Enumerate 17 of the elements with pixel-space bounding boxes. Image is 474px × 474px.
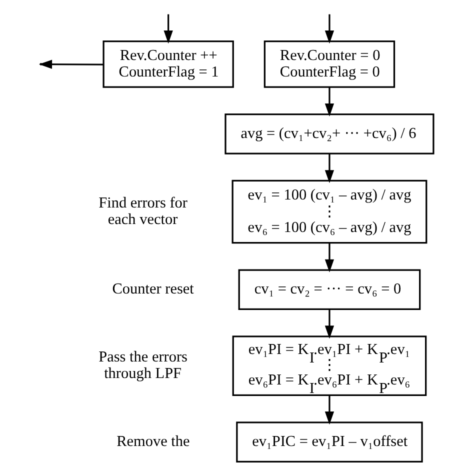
node-box: Rev.Counter ++ CounterFlag = 1 bbox=[102, 40, 234, 88]
node-label: Find errors for each vector bbox=[98, 194, 188, 228]
node-box: avg = (cv₁+cv₂+ ··· +cv₆) / 6 bbox=[224, 113, 434, 154]
arrow bbox=[324, 242, 334, 272]
node-box: Rev.Counter = 0 CounterFlag = 0 bbox=[264, 40, 396, 88]
node-box: ev₁PIC = ev₁PI – v₁offset bbox=[236, 421, 423, 462]
node-label: Pass the errors through LPF bbox=[98, 348, 188, 382]
arrow bbox=[324, 394, 334, 424]
node-box: cv₁ = cv₂ = ··· = cv₆ = 0 bbox=[238, 268, 421, 310]
arrow bbox=[324, 308, 334, 338]
node-box: ev₁ = 100 (cv₁ – avg) / avg ⋮ ev₆ = 100 (cv₆ – avg) / avg bbox=[232, 179, 428, 244]
arrow bbox=[324, 14, 334, 44]
arrow bbox=[324, 153, 334, 183]
arrow bbox=[324, 86, 334, 116]
arrow bbox=[164, 14, 173, 44]
node-label: Remove the bbox=[116, 432, 190, 450]
node-label: Counter reset bbox=[112, 280, 194, 298]
